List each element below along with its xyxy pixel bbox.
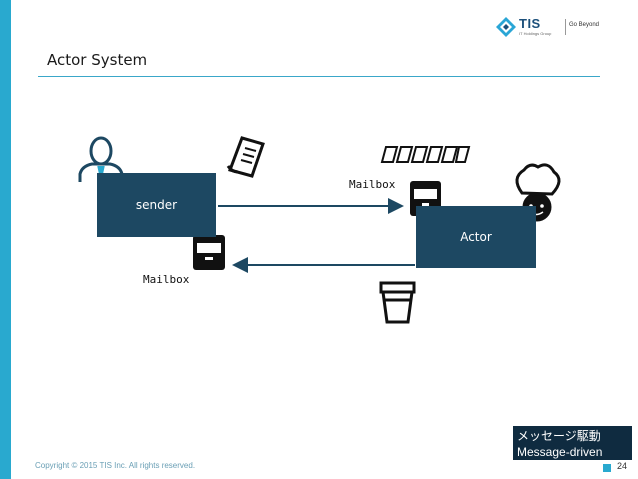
mailbox-label-actor: Mailbox bbox=[349, 178, 396, 191]
logo-separator bbox=[565, 19, 566, 35]
logo-tagline: Go Beyond bbox=[569, 22, 600, 28]
title-divider bbox=[38, 76, 600, 77]
left-accent-bar bbox=[0, 0, 11, 479]
actor-box: Actor bbox=[416, 206, 536, 268]
page-number: 24 bbox=[617, 461, 628, 471]
logo-mark-icon bbox=[496, 17, 516, 37]
page-number-marker bbox=[603, 464, 611, 472]
inbox-tray-icon bbox=[193, 235, 225, 270]
copyright-text: Copyright © 2015 TIS Inc. All rights res… bbox=[35, 461, 196, 470]
logo-text: TIS bbox=[519, 16, 541, 31]
logo-subtext: IT Holdings Group bbox=[519, 31, 552, 36]
mailbox-label-sender: Mailbox bbox=[143, 273, 190, 286]
actor-label: Actor bbox=[460, 230, 492, 244]
document-icon bbox=[226, 136, 265, 178]
company-logo: TIS IT Holdings Group Go Beyond bbox=[496, 16, 606, 44]
documents-stack-icon bbox=[380, 146, 471, 163]
sender-box: sender bbox=[97, 173, 216, 237]
badge-line-english: Message-driven bbox=[517, 445, 603, 459]
message-driven-badge: メッセージ駆動 Message-driven bbox=[513, 426, 632, 460]
cup-icon bbox=[379, 281, 416, 324]
slide-title: Actor System bbox=[47, 51, 148, 69]
badge-line-japanese: メッセージ駆動 bbox=[517, 429, 601, 443]
sender-label: sender bbox=[135, 198, 178, 212]
